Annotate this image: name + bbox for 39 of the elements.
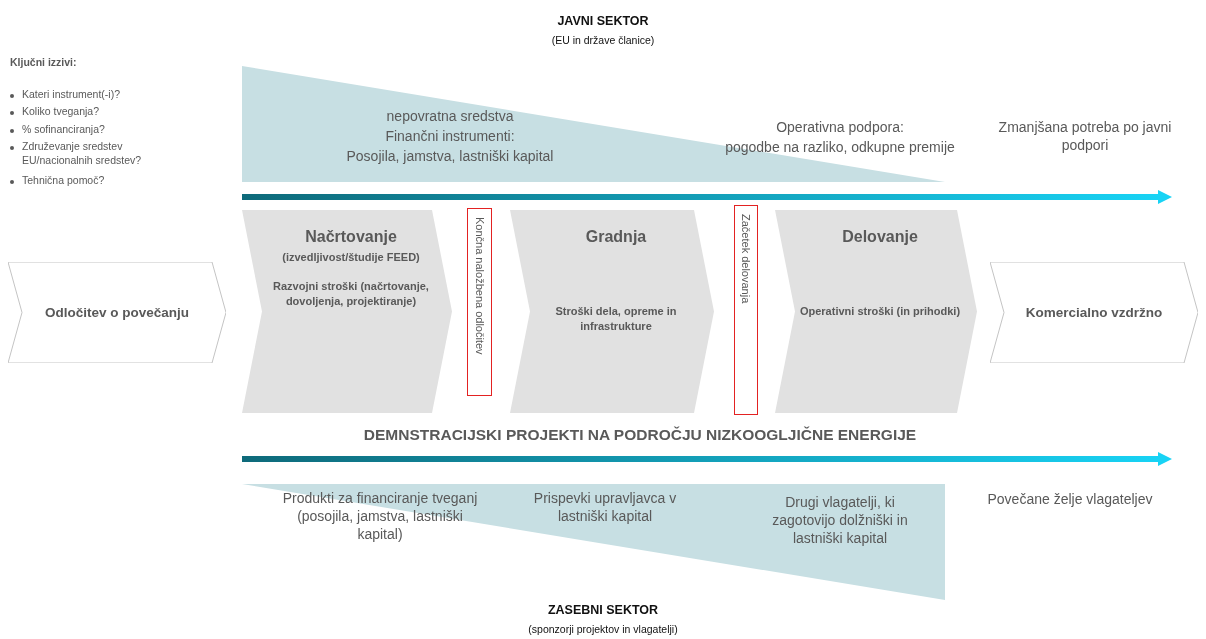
- challenge-item: Kateri instrument(-i)?: [22, 88, 122, 102]
- text-label: Finančni instrumenti:: [384, 127, 516, 146]
- text-label: Povečane želje vlagateljev: [986, 490, 1154, 509]
- text-label: Ključni izzivi:: [10, 56, 78, 70]
- stage-heading: Gradnja: [585, 228, 647, 246]
- stage-description: Razvojni stroški (načrtovanje, dovoljenja, projektiranje): [272, 278, 430, 309]
- text-label: Posojila, jamstva, lastniški kapital: [345, 147, 555, 166]
- outcome-step: [990, 262, 1198, 363]
- text-label: ZASEBNI SEKTOR: [546, 602, 660, 619]
- stage-description: Operativni stroški (in prihodki): [799, 304, 961, 319]
- text-label: Zmanjšana potreba po javni podpori: [997, 118, 1173, 155]
- text-label: pogodbe na razliko, odkupne premije: [724, 138, 956, 157]
- stage-description: Stroški dela, opreme in infrastrukture: [554, 304, 678, 334]
- stage-description: (izvedljivost/študije FEED): [282, 250, 420, 265]
- challenge-item: % sofinanciranja?: [22, 123, 106, 137]
- text-label: (EU in države članice): [550, 34, 656, 48]
- stage-heading: Delovanje: [842, 228, 918, 246]
- text-label: DEMNSTRACIJSKI PROJEKTI NA PODROČJU NIZKOOGLJIČNE ENERGIJE: [362, 425, 918, 445]
- text-label: nepovratna sredstva: [385, 107, 515, 126]
- text-label: Produkti za financiranje tveganj (posojila, jamstva, lastniški kapital): [281, 489, 479, 544]
- text-label: JAVNI SEKTOR: [556, 13, 650, 30]
- milestone-label: Začetek delovanja: [740, 214, 752, 304]
- outcome-step: [8, 262, 226, 363]
- challenge-item: Združevanje sredstev EU/nacionalnih sredstev?: [22, 140, 143, 168]
- milestone-label: Končna naložbena odločitev: [473, 217, 486, 355]
- milestone-box: [467, 208, 492, 396]
- text-label: Operativna podpora:: [775, 118, 905, 137]
- challenge-item: Tehnična pomoč?: [22, 174, 106, 188]
- milestone-box: [734, 205, 758, 415]
- process-step: [510, 210, 714, 413]
- text-label: (sponzorji projektov in vlagatelji): [527, 623, 679, 637]
- stage-heading: Načrtovanje: [305, 228, 397, 246]
- text-label: Drugi vlagatelji, ki zagotovijo dolžniški in lastniški kapital: [771, 493, 909, 548]
- text-label: Prispevki upravljavca v lastniški kapital: [532, 489, 678, 526]
- stage-label: Odločitev o povečanju: [45, 305, 189, 320]
- process-step: [775, 210, 977, 413]
- challenge-item: Koliko tveganja?: [22, 105, 101, 119]
- process-step: [242, 210, 452, 413]
- stage-label: Komercialno vzdržno: [1025, 305, 1163, 320]
